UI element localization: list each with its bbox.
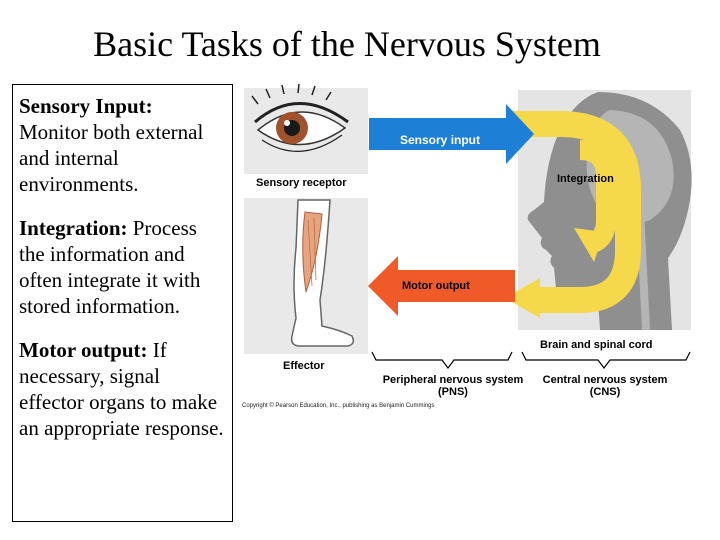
para-text: If necessary, signal effector organs to … [19,338,224,440]
para-integration: Integration: Process the information and… [19,215,226,319]
para-text: Process the information and often integr… [19,216,201,318]
pns-bracket [371,351,513,369]
copyright-text: Copyright © Pearson Education, Inc., pub… [242,403,435,409]
para-sensory-input: Sensory Input: Monitor both external and… [19,93,226,197]
eye-icon [251,83,349,152]
para-motor-output: Motor output: If necessary, signal effec… [19,337,226,441]
cns-label: Central nervous system (CNS) [542,374,668,398]
effector-label: Effector [283,360,325,372]
description-box: Sensory Input: Monitor both external and… [12,84,233,522]
sensory-input-label: Sensory input [400,133,481,147]
brain-spinal-cord-label: Brain and spinal cord [540,339,653,351]
sensory-receptor-label: Sensory receptor [256,177,347,189]
integration-loop [505,111,641,318]
para-text: Monitor both external and internal envir… [19,120,204,196]
leg-icon [290,199,355,347]
cns-bracket [521,351,691,369]
para-heading: Motor output: [19,338,148,362]
para-heading: Sensory Input: [19,94,153,118]
motor-output-arrow [368,256,515,316]
integration-label: Integration [557,173,614,185]
pns-label: Peripheral nervous system (PNS) [382,374,524,398]
motor-output-label: Motor output [402,280,470,292]
para-heading: Integration: [19,216,128,240]
sensory-input-arrow [369,104,534,164]
slide-title: Basic Tasks of the Nervous System [93,24,601,64]
